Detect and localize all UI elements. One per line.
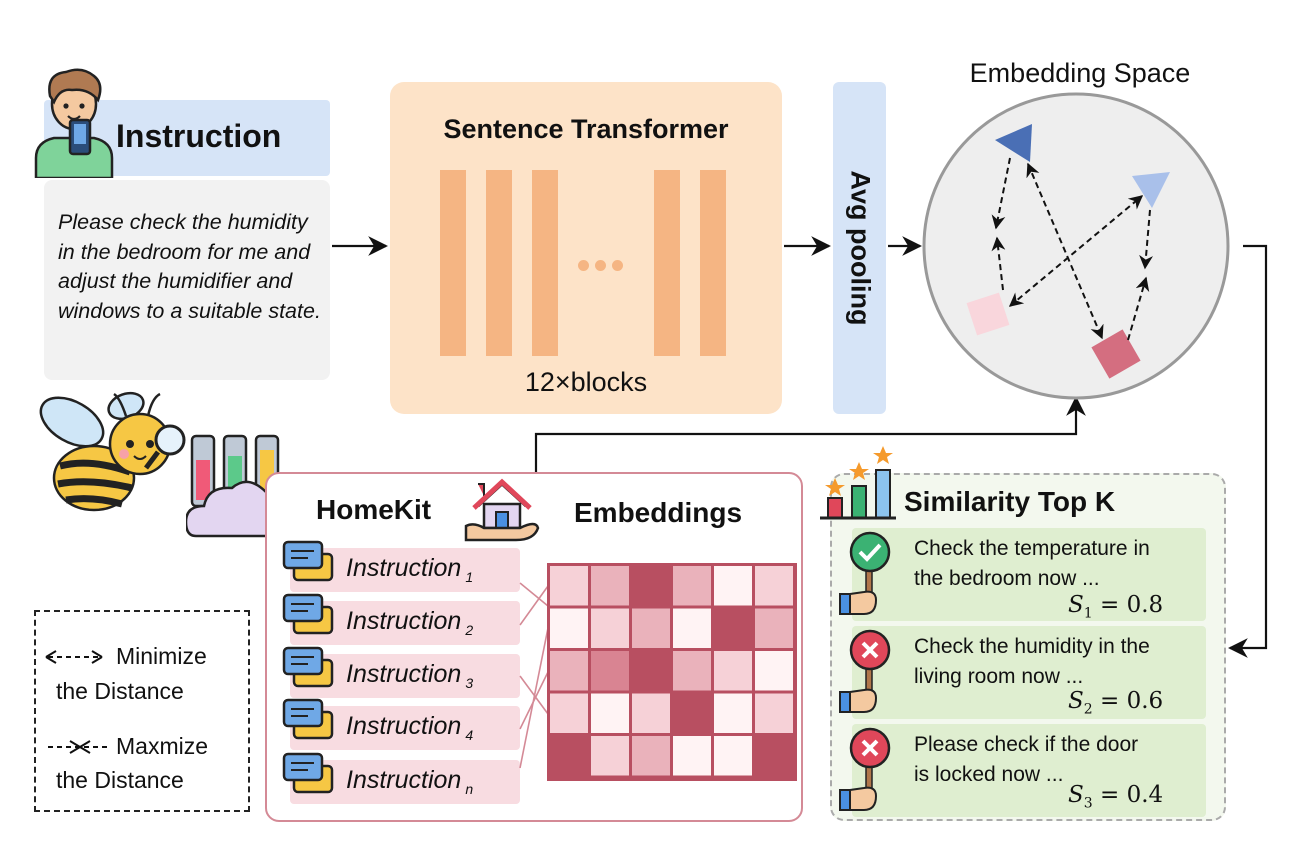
matrix-cell: [714, 736, 752, 776]
result-score: S3 = 0.4: [1068, 782, 1164, 812]
legend-maximize-sub: the Distance: [56, 767, 184, 793]
transformer-block-count: 12×blocks: [524, 367, 648, 397]
minimize-distance-icon: [45, 650, 103, 664]
ellipsis-dots: [578, 258, 638, 276]
matrix-cell: [591, 736, 629, 776]
matrix-cell: [714, 651, 752, 691]
legend-minimize-sub: the Distance: [56, 678, 184, 704]
matrix-cell: [550, 693, 588, 733]
transformer-block: [440, 170, 466, 356]
chat-bubble-icon: [282, 540, 334, 582]
anchor-triangle-light: [1132, 172, 1170, 208]
result-score: S2 = 0.6: [1068, 688, 1164, 718]
embedding-space-title: Embedding Space: [969, 58, 1191, 88]
embeddings-title: Embeddings: [574, 497, 743, 528]
matrix-cell: [755, 651, 793, 691]
chat-bubble-icons: [282, 540, 334, 794]
matrix-cell: [591, 566, 629, 606]
home-hand-icon: [464, 478, 540, 542]
matrix-cell: [550, 608, 588, 648]
matrix-cell: [591, 608, 629, 648]
transformer-title: Sentence Transformer: [443, 114, 729, 144]
result-card: [852, 626, 1206, 719]
user-avatar-icon: [34, 68, 114, 178]
matrix-cell: [591, 693, 629, 733]
result-card: [852, 528, 1206, 621]
legend-box: [34, 610, 250, 812]
matrix-cell: [673, 736, 711, 776]
matrix-cell: [591, 651, 629, 691]
matrix-cell: [755, 736, 793, 776]
homekit-title: HomeKit: [316, 494, 432, 525]
matrix-cell: [632, 651, 670, 691]
chat-bubble-icon: [282, 698, 334, 740]
matrix-cell: [632, 736, 670, 776]
cross-sign-icon: [839, 727, 891, 811]
cross-sign-icon: [839, 629, 891, 713]
legend-maximize-label: Maxmize: [116, 733, 209, 759]
chat-bubble-icon: [282, 646, 334, 688]
transformer-block: [486, 170, 512, 356]
result-text: Check the temperature in the bedroom now…: [914, 537, 1150, 590]
ranking-podium-icon: [820, 446, 896, 520]
arrow-homekit-to-space: [534, 396, 1086, 472]
result-card: [852, 724, 1206, 817]
instruction-title: Instruction: [116, 118, 282, 154]
matrix-cell: [755, 608, 793, 648]
matrix-cell: [632, 608, 670, 648]
anchor-triangle-dark: [995, 124, 1032, 162]
matrix-cell: [673, 608, 711, 648]
transformer-block: [532, 170, 558, 356]
matrix-cell: [755, 566, 793, 606]
similarity-title: Similarity Top K: [904, 486, 1116, 517]
matrix-cell: [714, 566, 752, 606]
embedding-matrix: [547, 563, 797, 781]
legend-minimize-label: Minimize: [116, 643, 207, 669]
chat-bubble-icon: [282, 752, 334, 794]
matrix-cell: [550, 736, 588, 776]
arrow-space-to-similarity: [1228, 244, 1268, 658]
matrix-cell: [755, 693, 793, 733]
matrix-cell: [550, 566, 588, 606]
matrix-cell: [632, 693, 670, 733]
bee-mascot-icon: [39, 391, 186, 512]
maximize-distance-icon: [48, 740, 110, 754]
sample-square-dark: [1091, 329, 1141, 379]
matrix-cell: [673, 693, 711, 733]
distance-arrows: [991, 157, 1154, 341]
check-sign-icon: [839, 531, 891, 615]
matrix-cell: [714, 693, 752, 733]
pooling-box: [833, 82, 886, 414]
instruction-text: Please check the humidity in the bedroom…: [58, 210, 321, 323]
result-text: Check the humidity in the living room no…: [914, 635, 1150, 688]
matrix-cell: [714, 608, 752, 648]
matrix-cell: [632, 566, 670, 606]
transformer-block: [654, 170, 680, 356]
instruction-body: [44, 180, 330, 380]
result-text: Please check if the door is locked now .…: [914, 733, 1139, 786]
result-score: S1 = 0.8: [1068, 592, 1164, 622]
matrix-cell: [673, 651, 711, 691]
matrix-cell: [673, 566, 711, 606]
transformer-block: [700, 170, 726, 356]
chat-bubble-icon: [282, 593, 334, 635]
matrix-cell: [550, 651, 588, 691]
sample-square-light: [966, 292, 1010, 336]
